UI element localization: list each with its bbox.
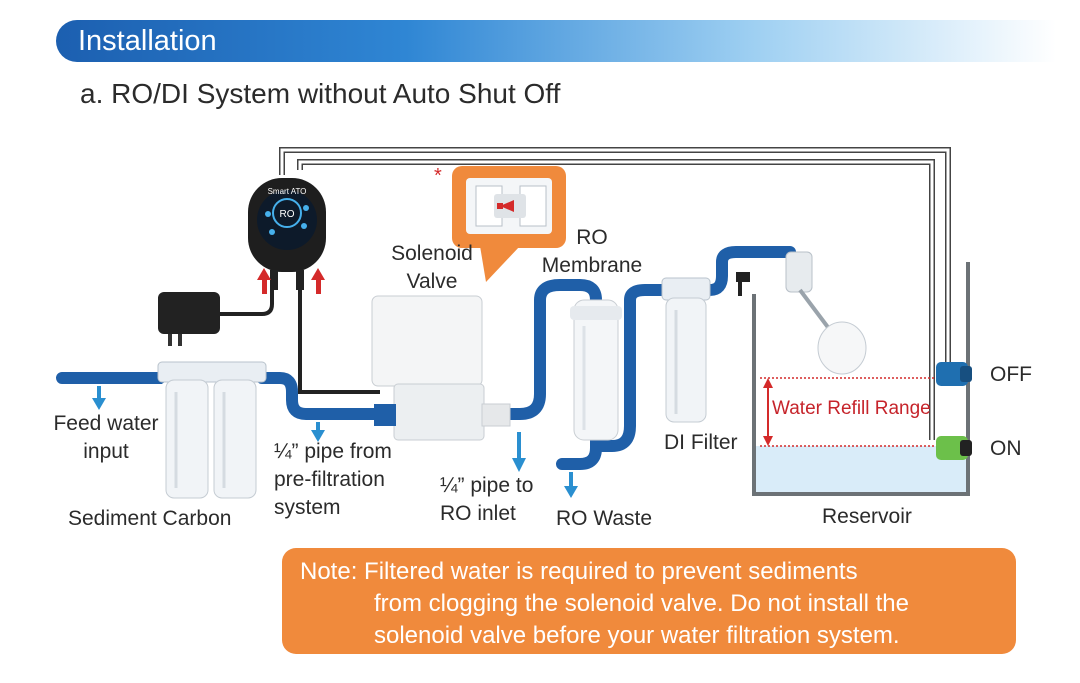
solenoid-valve xyxy=(371,295,511,441)
di-filter xyxy=(661,277,711,423)
red-arrow-right xyxy=(311,268,325,294)
membrane-label-line1: RO xyxy=(576,226,608,249)
section-title: Installation xyxy=(78,25,217,57)
water-refill-range-label: Water Refill Range xyxy=(772,398,931,419)
diagram-subtitle: a. RO/DI System without Auto Shut Off xyxy=(80,78,561,109)
pipe-to-line2: RO inlet xyxy=(440,502,516,525)
pipe-from-arrow xyxy=(311,422,325,442)
ro-membrane xyxy=(570,299,622,441)
pipe-from-line1: ¼” pipe from xyxy=(274,440,392,463)
pipe-from-label: ¼” pipe from pre-filtration system xyxy=(274,438,392,522)
sensor-cable-2-inner xyxy=(298,160,934,440)
solenoid-label-line2: Valve xyxy=(406,270,458,293)
feed-label-line1: Feed water xyxy=(53,412,159,435)
pipe-from-line3: system xyxy=(274,496,341,519)
solenoid-callout xyxy=(452,166,566,282)
smart-ato-controller xyxy=(248,178,326,290)
feed-label-line2: input xyxy=(83,440,129,463)
power-adapter xyxy=(158,290,274,346)
reservoir-tank xyxy=(752,262,970,496)
ro-waste-label: RO Waste xyxy=(556,507,653,530)
note-box xyxy=(282,548,1016,654)
pipe-from-line2: pre-filtration xyxy=(274,468,385,491)
on-sensor xyxy=(936,436,972,460)
sediment-carbon-filters xyxy=(157,361,267,499)
feed-pipe xyxy=(62,372,162,384)
reservoir-label: Reservoir xyxy=(822,505,912,528)
on-label: ON xyxy=(990,437,1022,460)
membrane-label-line2: Membrane xyxy=(541,254,643,277)
red-arrow-left xyxy=(257,268,271,294)
ro-membrane-label: RO Membrane xyxy=(536,224,648,280)
ato-mode-text: RO xyxy=(280,209,295,220)
pipe-to-label: ¼” pipe to RO inlet xyxy=(440,472,533,528)
pipe-to-line1: ¼” pipe to xyxy=(440,474,534,497)
solenoid-label-line1: Solenoid xyxy=(391,242,473,265)
off-label: OFF xyxy=(990,363,1032,386)
header-bar xyxy=(56,20,1056,62)
feed-water-label: Feed water input xyxy=(44,410,168,466)
solenoid-cable xyxy=(298,290,380,394)
note-line-3: solenoid valve before your water filtrat… xyxy=(374,622,900,649)
off-sensor xyxy=(936,362,972,386)
di-filter-label: DI Filter xyxy=(664,431,738,454)
note-line-2: from clogging the solenoid valve. Do not… xyxy=(374,590,909,617)
ro-waste-arrow xyxy=(564,472,578,498)
sediment-carbon-label: Sediment Carbon xyxy=(68,507,232,530)
callout-asterisk: * xyxy=(434,165,442,187)
sensor-cable-inner xyxy=(280,148,950,365)
ato-brand-text: Smart ATO xyxy=(268,187,307,196)
feed-arrow xyxy=(92,386,106,410)
float-valve xyxy=(736,251,867,375)
pipe-to-arrow xyxy=(512,432,526,472)
solenoid-valve-label: Solenoid Valve xyxy=(382,240,482,296)
note-line-1: Note: Filtered water is required to prev… xyxy=(300,558,858,585)
